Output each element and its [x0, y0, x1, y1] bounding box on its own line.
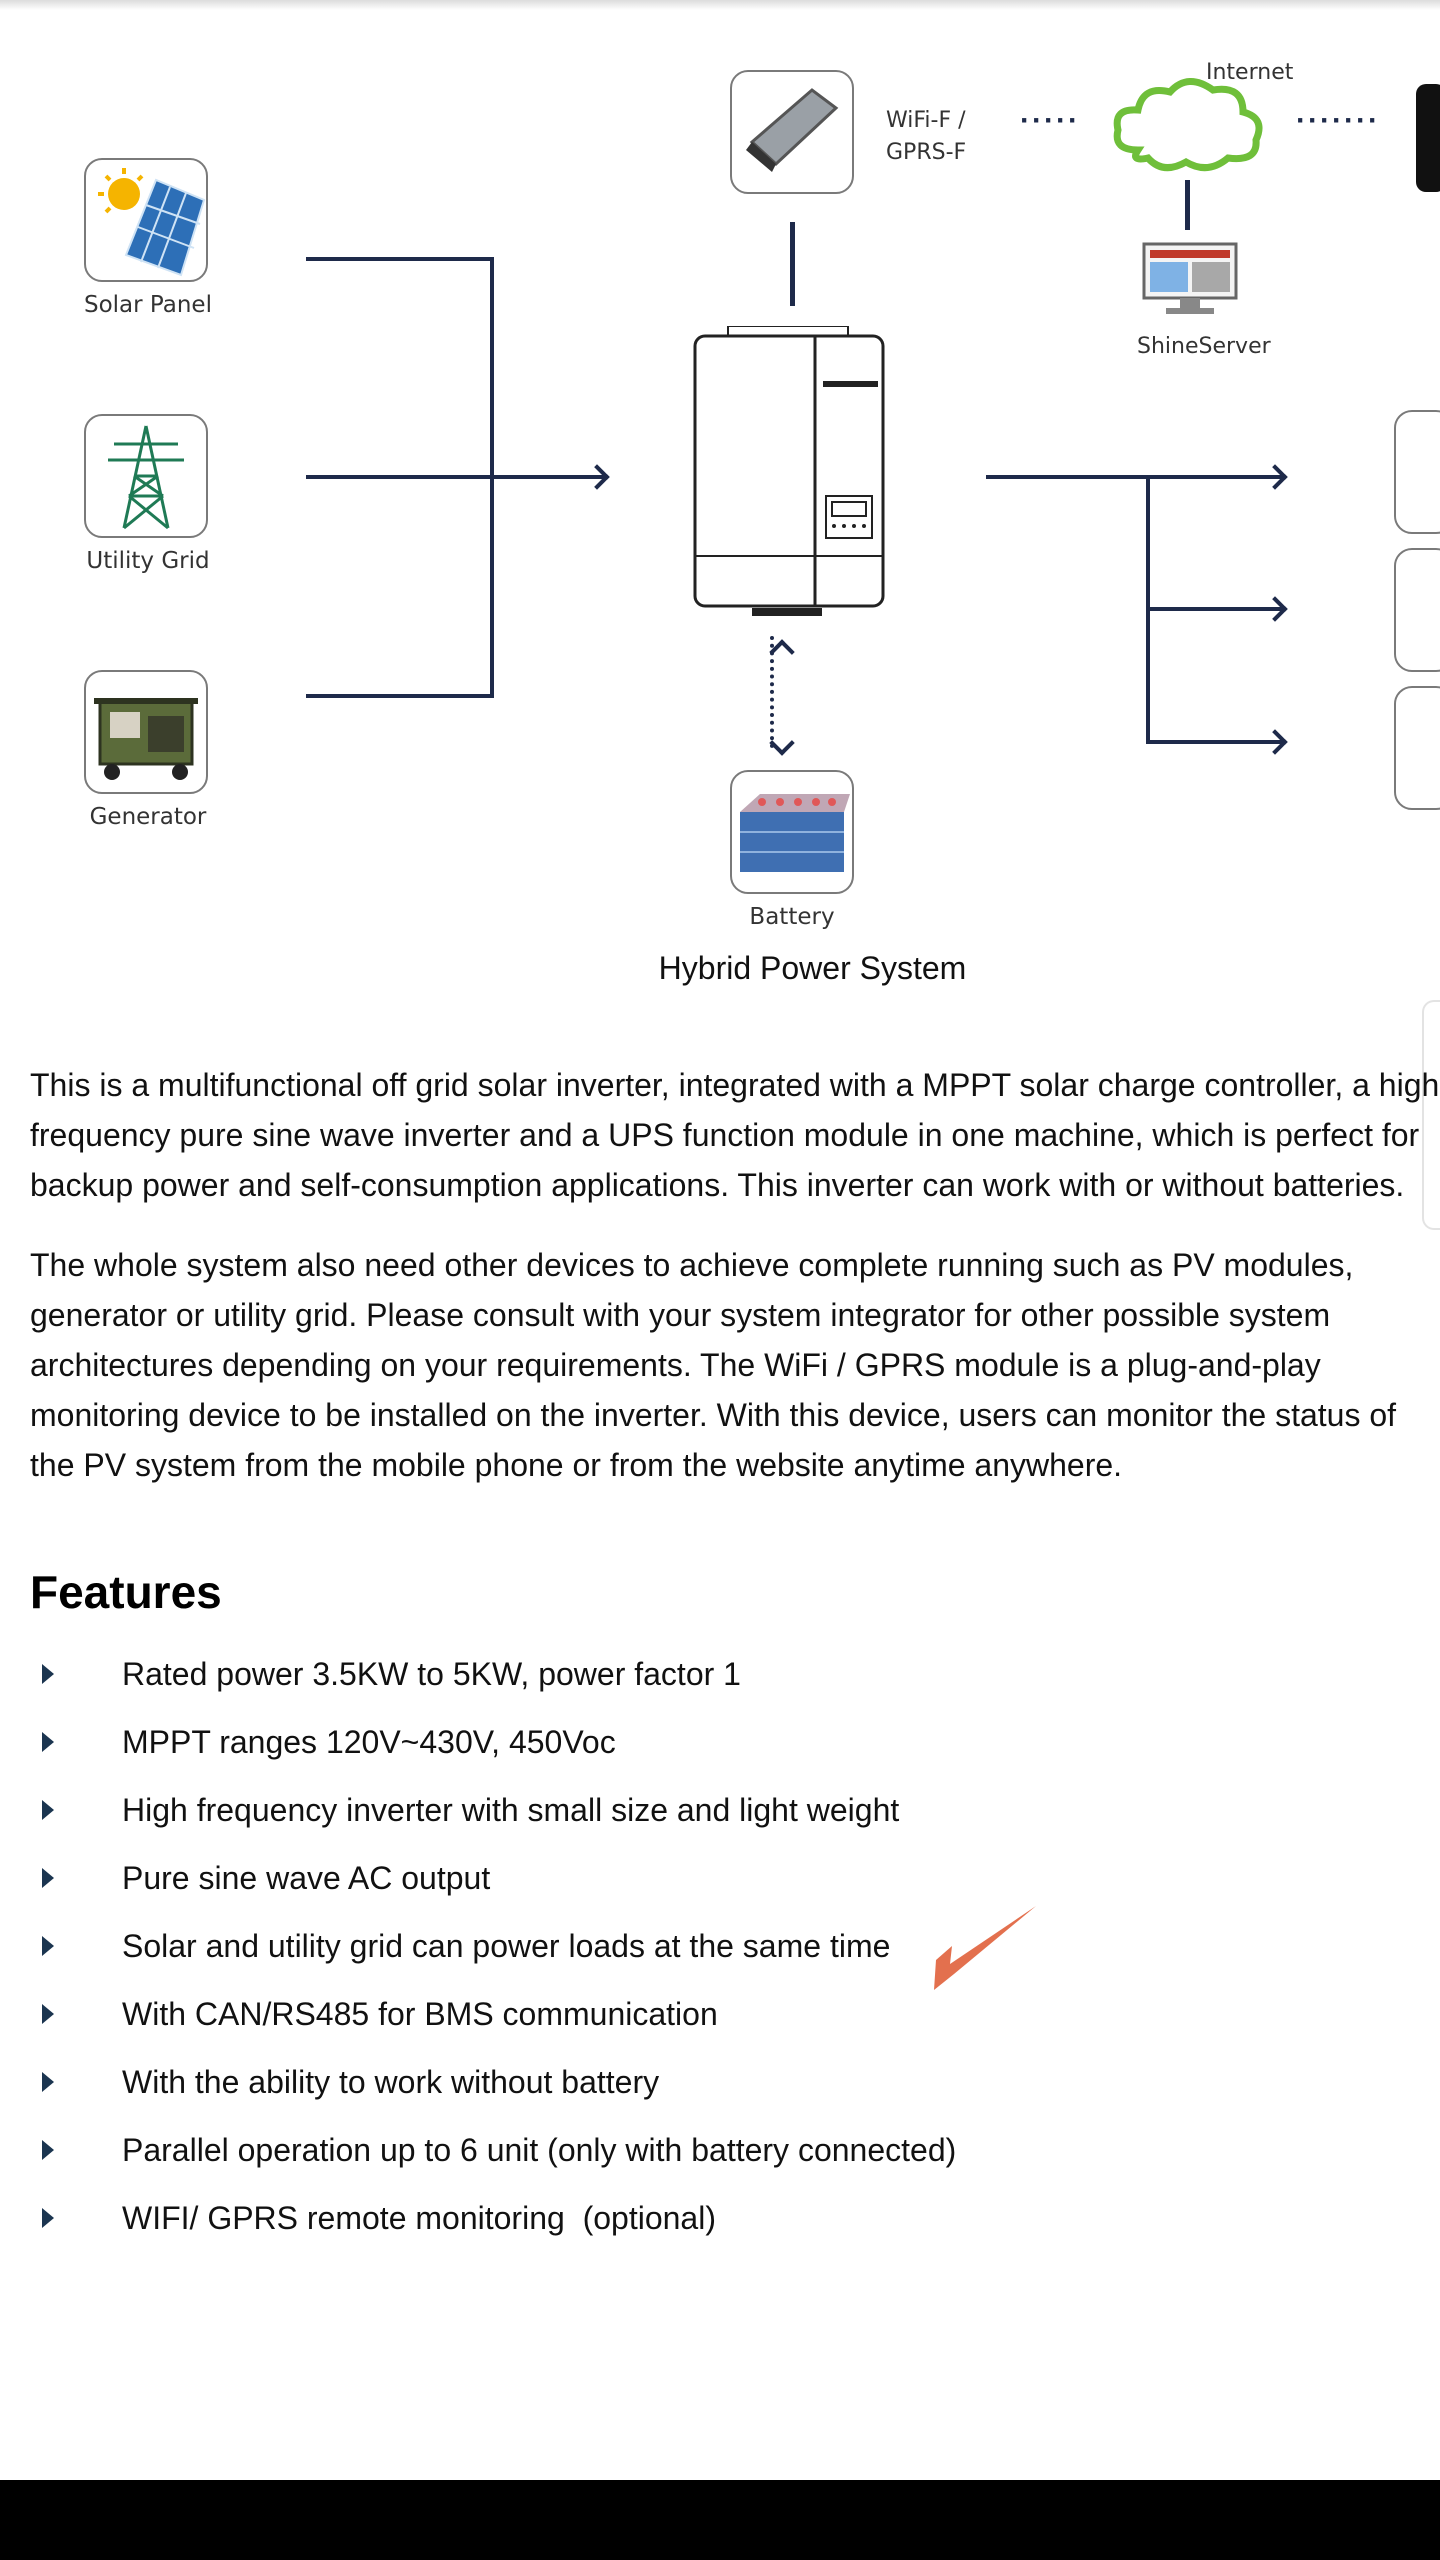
feature-item: WIFI/ GPRS remote monitoring (optional): [30, 2184, 956, 2252]
source-label-generator: Generator: [89, 804, 207, 830]
feature-item: MPPT ranges 120V~430V, 450Voc: [30, 1708, 956, 1776]
output-arrow-top: [1262, 464, 1288, 490]
annotation-mark-icon: [934, 1906, 1036, 1990]
output-line-mid: [1146, 607, 1284, 611]
battery-link: [770, 636, 778, 748]
wifi-module-icon: [730, 70, 854, 194]
generator-icon: [84, 670, 208, 794]
feature-item: Rated power 3.5KW to 5KW, power factor 1: [30, 1640, 956, 1708]
feature-item: Pure sine wave AC output: [30, 1844, 956, 1912]
feature-item: Solar and utility grid can power loads a…: [30, 1906, 1036, 1990]
load-appliance-icon: [1394, 410, 1440, 534]
wifi-label-line2: GPRS-F: [886, 140, 967, 165]
bullet-icon: [42, 2140, 54, 2160]
feature-item: High frequency inverter with small size …: [30, 1776, 956, 1844]
features-heading: Features: [30, 1566, 222, 1618]
feature-item: Parallel operation up to 6 unit (only wi…: [30, 2116, 956, 2184]
output-line-top: [986, 475, 1284, 479]
output-line-bottom: [1146, 740, 1284, 744]
bullet-icon: [42, 1732, 54, 1752]
bullet-icon: [42, 2072, 54, 2092]
system-paragraph: The whole system also need other devices…: [30, 1247, 1397, 1483]
hybrid-power-diagram: Solar Panel Utility Grid Generator: [0, 0, 1440, 1010]
page-edge-frame: [1422, 1000, 1440, 1230]
server-icon: [1140, 240, 1240, 325]
bottom-nav-bar: [0, 2480, 1440, 2560]
intro-paragraph: This is a multifunctional off grid solar…: [30, 1067, 1440, 1203]
bullet-icon: [42, 2004, 54, 2024]
cloud-icon: [1108, 70, 1268, 185]
generator-line: [306, 694, 494, 698]
bullet-icon: [42, 2208, 54, 2228]
phone-icon: [1416, 84, 1440, 192]
input-arrow: [584, 464, 610, 490]
internet-label: Internet: [1206, 60, 1294, 85]
diagram-caption: Hybrid Power System: [658, 950, 967, 986]
top-shadow: [0, 0, 1440, 10]
grid-line: [306, 475, 606, 479]
output-arrow-bottom: [1262, 729, 1288, 755]
inverter-icon: [692, 325, 886, 627]
battery-label: Battery: [749, 904, 835, 930]
dotted-link-right: ·······: [1296, 104, 1380, 137]
dotted-link-left: ·····: [1020, 104, 1080, 137]
features-list: Rated power 3.5KW to 5KW, power factor 1…: [30, 1640, 1036, 2252]
utility-grid-icon: [84, 414, 208, 538]
server-label: ShineServer: [1137, 334, 1271, 359]
feature-item: With the ability to work without battery: [30, 2048, 956, 2116]
output-arrow-mid: [1262, 596, 1288, 622]
feature-item: With CAN/RS485 for BMS communication: [30, 1980, 956, 2048]
load-tv-icon: [1394, 548, 1440, 672]
input-bus: [490, 257, 494, 698]
wifi-link: [790, 222, 795, 306]
bullet-icon: [42, 1868, 54, 1888]
bullet-icon: [42, 1664, 54, 1684]
load-device-icon: [1394, 686, 1440, 810]
source-label-grid: Utility Grid: [86, 548, 210, 574]
solar-line: [306, 257, 494, 261]
bullet-icon: [42, 1936, 54, 1956]
solar-panel-icon: [84, 158, 208, 282]
bullet-icon: [42, 1800, 54, 1820]
source-label-solar: Solar Panel: [84, 292, 212, 318]
wifi-label-line1: WiFi-F /: [886, 108, 966, 133]
server-link: [1185, 180, 1190, 230]
battery-icon: [730, 770, 854, 894]
